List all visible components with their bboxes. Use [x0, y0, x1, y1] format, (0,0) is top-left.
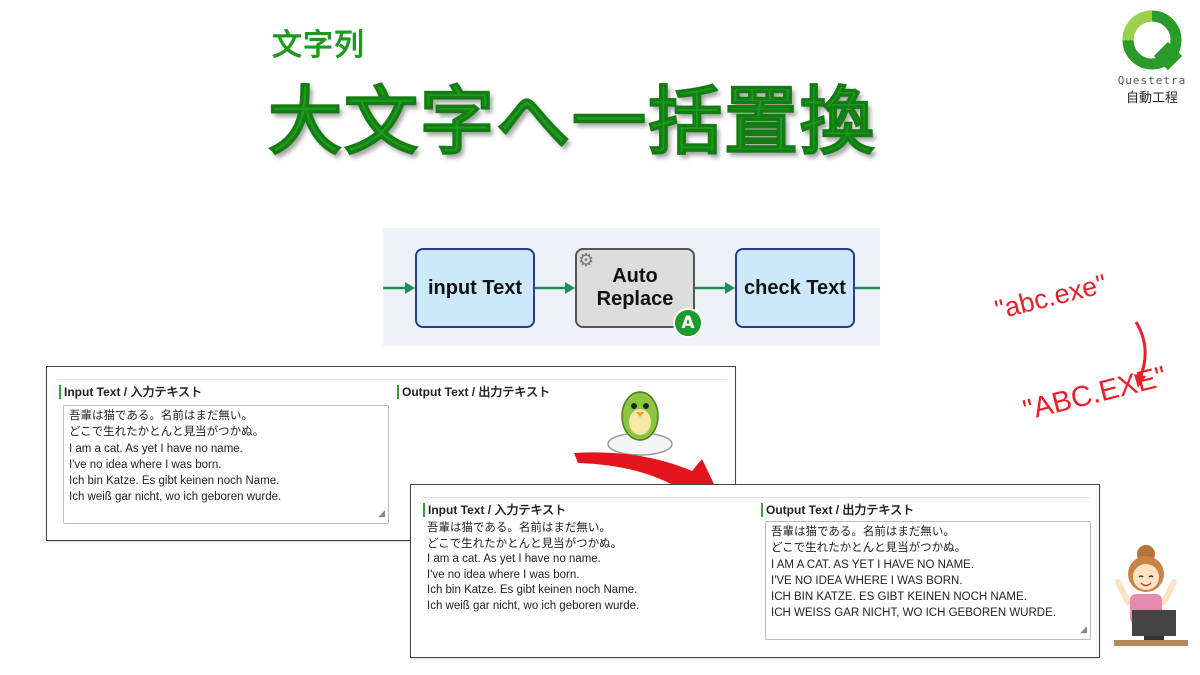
output-text-label: Output Text / 出力テキスト: [397, 385, 550, 399]
output-text-label: Output Text / 出力テキスト: [761, 503, 914, 517]
step-auto-replace-label: Auto Replace: [596, 265, 674, 310]
input-line: Ich weiß gar nicht, wo ich geboren wurde…: [427, 599, 640, 612]
curved-down-arrow-icon: [1134, 321, 1147, 388]
input-line: I am a cat. As yet I have no name.: [69, 442, 243, 455]
input-text-label: Input Text / 入力テキスト: [59, 385, 202, 399]
input-line: I've no idea where I was born.: [427, 568, 580, 581]
input-line: どこで生れたかとんと見当がつかぬ。: [427, 537, 623, 550]
input-line: I've no idea where I was born.: [69, 458, 222, 471]
logo-tagline: 自動工程: [1125, 91, 1178, 106]
logo-name: Questetra: [1117, 74, 1187, 87]
output-line: I'VE NO IDEA WHERE I WAS BORN.: [771, 574, 963, 587]
input-line: どこで生れたかとんと見当がつかぬ。: [69, 426, 265, 439]
step-check-text-label: check Text: [744, 276, 846, 299]
step-input-text-label: input Text: [427, 276, 523, 299]
input-line: Ich weiß gar nicht, wo ich geboren wurde…: [69, 491, 282, 504]
output-line: I AM A CAT. AS YET I HAVE NO NAME.: [771, 558, 975, 571]
automation-badge: A: [673, 308, 703, 338]
process-diagram: input Text Auto Replace ⚙ A check Text: [383, 228, 880, 346]
input-line: 吾輩は猫である。名前はまだ無い。: [427, 522, 611, 534]
category-label: 文字列: [272, 28, 365, 63]
input-text-label: Input Text / 入力テキスト: [423, 503, 566, 517]
input-line: I am a cat. As yet I have no name.: [427, 553, 601, 566]
example-after: "ABC.EXE": [1020, 360, 1170, 428]
output-line: 吾輩は猫である。名前はまだ無い。: [771, 526, 955, 538]
input-text-readonly: 吾輩は猫である。名前はまだ無い。 どこで生れたかとんと見当がつかぬ。 I am …: [427, 521, 747, 615]
output-text-field[interactable]: 吾輩は猫である。名前はまだ無い。 どこで生れたかとんと見当がつかぬ。 I AM …: [765, 521, 1091, 640]
form-panel-after: Input Text / 入力テキスト Output Text / 出力テキスト…: [410, 484, 1100, 658]
step-check-text[interactable]: check Text: [735, 248, 855, 328]
flow-arrows: [383, 282, 880, 294]
input-line: 吾輩は猫である。名前はまだ無い。: [69, 410, 253, 422]
input-line: Ich bin Katze. Es gibt keinen noch Name.: [427, 584, 638, 597]
output-line: ICH WEISS GAR NICHT, WO ICH GEBOREN WURD…: [771, 607, 1056, 620]
step-input-text[interactable]: input Text: [415, 248, 535, 328]
input-line: Ich bin Katze. Es gibt keinen noch Name.: [69, 475, 280, 488]
page-title: 大文字へ一括置換: [268, 79, 876, 166]
person-at-computer-illustration: [1114, 545, 1188, 646]
questetra-logo: Questetra 自動工程: [1112, 10, 1192, 110]
resize-handle-icon[interactable]: ◢: [1080, 623, 1087, 634]
example-before: "abc.exe": [992, 268, 1110, 326]
gear-icon: ⚙: [578, 250, 595, 271]
output-line: どこで生れたかとんと見当がつかぬ。: [771, 542, 967, 555]
mascot-bird-illustration: [607, 391, 673, 456]
questetra-logo-icon: [1122, 10, 1183, 71]
output-line: ICH BIN KATZE. ES GIBT KEINEN NOCH NAME.: [771, 591, 1027, 604]
input-text-field[interactable]: 吾輩は猫である。名前はまだ無い。 どこで生れたかとんと見当がつかぬ。 I am …: [63, 405, 389, 524]
resize-handle-icon[interactable]: ◢: [378, 507, 385, 518]
